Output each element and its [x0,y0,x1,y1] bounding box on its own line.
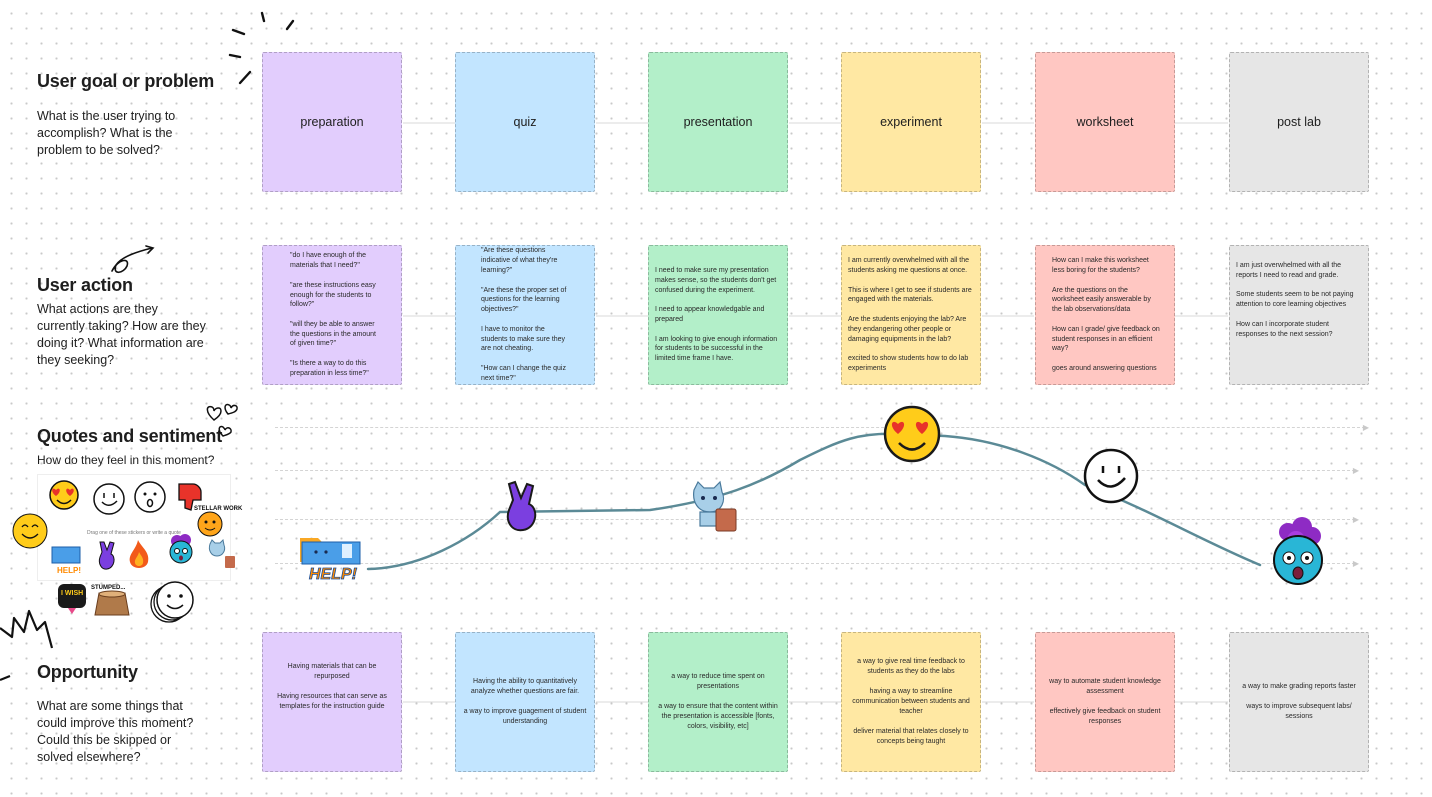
action-text: I am currently overwhelmed with all the … [848,257,972,372]
opportunity-card-quiz[interactable]: Having the ability to quantitatively ana… [455,632,595,772]
stage-label: worksheet [1076,115,1134,129]
opportunity-card-worksheet[interactable]: way to automate student knowledge assess… [1035,632,1175,772]
opportunity-text: a way to reduce time spent on presentati… [658,673,778,730]
opportunity-text: a way to make grading reports faster way… [1242,683,1356,720]
opportunity-text: a way to give real time feedback to stud… [852,658,970,745]
panel-help-folder-icon: HELP! [51,546,81,575]
stage-label: quiz [513,115,537,129]
stage-label: presentation [683,115,753,129]
panel-smiley-yellow-icon [12,513,48,549]
stage-card-worksheet[interactable]: worksheet [1035,52,1175,192]
stage-card-preparation[interactable]: preparation [262,52,402,192]
quotes-description: How do they feel in this moment? [37,453,215,467]
quotes-title: Quotes and sentiment [37,426,223,446]
goal-title: User goal or problem [37,71,215,91]
panel-stack-smiley-icon [150,581,194,623]
sticker-panel-caption: Drag one of these stickers or write a qu… [87,530,181,536]
opportunity-text: Having materials that can be repurposed … [277,663,387,710]
opportunity-text: way to automate student knowledge assess… [1049,678,1161,725]
hearts-doodle-icon [206,403,238,437]
arrow-doodle-icon [111,245,155,274]
panel-stellar-work-icon: STELLAR WORK [194,506,243,537]
opportunity-card-experiment[interactable]: a way to give real time feedback to stud… [841,632,981,772]
opportunity-card-post-lab[interactable]: a way to make grading reports faster way… [1229,632,1369,772]
action-card-quiz[interactable]: "Are these questions indicative of what … [455,245,595,385]
panel-exploding-head-icon [169,534,193,564]
action-card-worksheet[interactable]: How can I make this worksheet less borin… [1035,245,1175,385]
panel-peace-hand-icon [98,541,115,570]
opportunity-text: Having the ability to quantitatively ana… [463,678,587,725]
panel-thumbs-down-icon [178,483,202,511]
action-text: "do I have enough of the materials that … [290,252,377,377]
panel-stumped-icon: STUMPED... [91,585,130,616]
wish-text: I WISH [61,590,83,597]
action-text: "Are these questions indicative of what … [481,247,567,382]
action-text: I am just overwhelmed with all the repor… [1236,262,1354,338]
action-title: User action [37,275,133,295]
sentiment-lane: ▶ [275,466,1359,475]
sentiment-lane: ▶ [275,559,1359,568]
smiley-sticker [1083,448,1139,504]
stage-label: experiment [880,115,942,129]
sentiment-lane: ▶ [275,515,1359,524]
action-description: What actions are they currently taking? … [37,302,206,367]
panel-fire-icon [129,540,149,568]
goal-row-label: User goal or problem What is the user tr… [37,71,227,159]
cat-clipboard-sticker [693,480,737,532]
stage-card-presentation[interactable]: presentation [648,52,788,192]
help-text: HELP! [309,566,358,583]
action-card-preparation[interactable]: "do I have enough of the materials that … [262,245,402,385]
stage-card-post-lab[interactable]: post lab [1229,52,1369,192]
action-text: I need to make sure my presentation make… [655,267,778,363]
action-card-presentation[interactable]: I need to make sure my presentation make… [648,245,788,385]
quotes-row-label: Quotes and sentiment How do they feel in… [37,426,252,469]
opportunity-card-presentation[interactable]: a way to reduce time spent on presentati… [648,632,788,772]
panel-i-wish-icon: I WISH [58,584,86,614]
zigzag-doodle-icon [0,609,54,682]
panel-smiley-icon [93,483,125,515]
stage-label: preparation [300,115,364,129]
action-card-experiment[interactable]: I am currently overwhelmed with all the … [841,245,981,385]
stage-label: post lab [1277,115,1321,129]
sentiment-lane: ▶ [275,423,1369,432]
heart-eyes-sticker [883,405,941,463]
panel-help-text: HELP! [57,566,81,575]
action-row-label: User action What actions are they curren… [37,275,227,369]
stellar-text: STELLAR WORK [194,506,243,512]
opportunity-description: What are some things that could improve … [37,699,194,764]
stage-card-quiz[interactable]: quiz [455,52,595,192]
stage-card-experiment[interactable]: experiment [841,52,981,192]
action-card-post-lab[interactable]: I am just overwhelmed with all the repor… [1229,245,1369,385]
panel-cat-icon [208,538,235,568]
opportunity-card-preparation[interactable]: Having materials that can be repurposed … [262,632,402,772]
exploding-head-sticker [1273,517,1323,585]
panel-surprised-icon [134,481,166,513]
peace-hand-sticker [506,480,537,532]
panel-heart-eyes-icon [49,480,79,510]
opportunity-title: Opportunity [37,662,138,682]
stumped-text: STUMPED... [91,585,126,591]
action-text: How can I make this worksheet less borin… [1052,257,1160,372]
help-folder-sticker: HELP! [300,538,361,583]
burst-doodle-icon [228,11,295,85]
goal-description: What is the user trying to accomplish? W… [37,109,176,157]
opportunity-row-label: Opportunity What are some things that co… [37,662,227,766]
